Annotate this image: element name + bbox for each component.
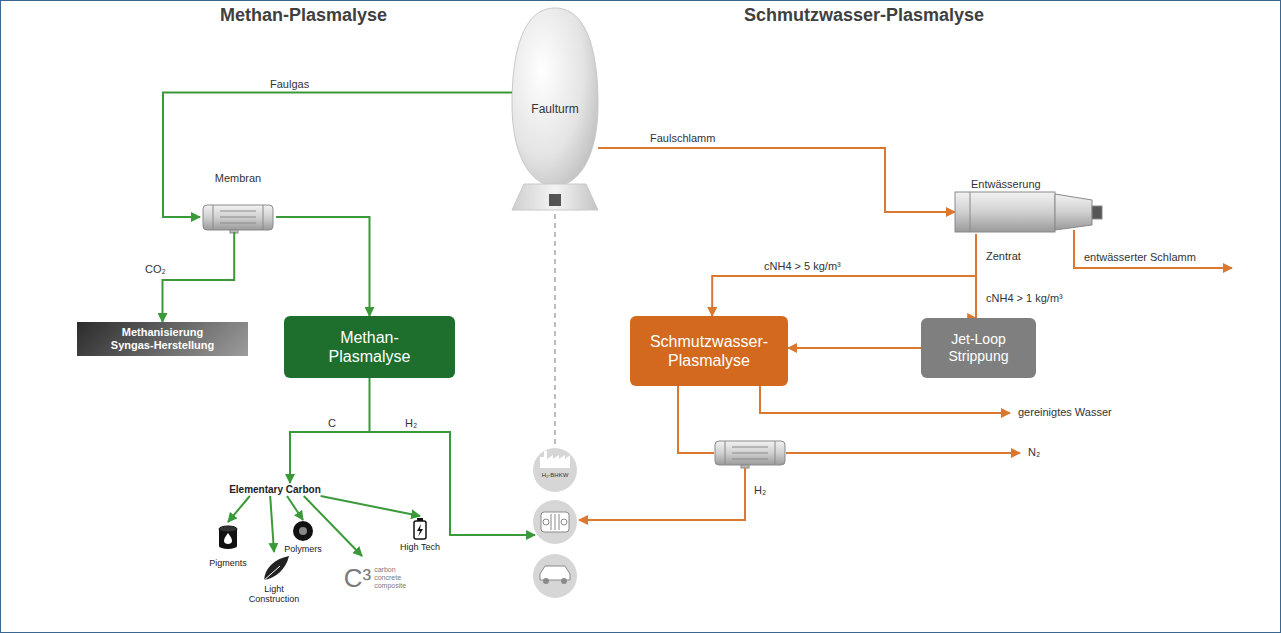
product-icon: High Tech (396, 516, 444, 552)
flow-connector (228, 496, 250, 522)
product-icon: Polymers (282, 520, 324, 554)
logo: C³carbon concrete composite (338, 556, 418, 600)
flow-connector (290, 378, 370, 483)
node-text: High Tech (400, 542, 440, 552)
node-text: Entwässerung (971, 178, 1105, 191)
node-text: Jet-Loop Strippung (938, 331, 1020, 365)
flow-connector (270, 496, 274, 552)
edge-label: C (326, 417, 338, 430)
flow-label: Zentrat (984, 250, 1023, 263)
flow-connector (276, 217, 370, 316)
flow-label: gereinigtes Wasser (1016, 406, 1114, 419)
process-box: Schmutzwasser-Plasmalyse (630, 316, 788, 386)
node-text: carbon concrete composite (374, 566, 412, 590)
flow-label: H₂ (403, 417, 419, 430)
flow-connector (321, 496, 420, 516)
flow-connector (163, 93, 512, 218)
flow-label: N₂ (1026, 446, 1042, 459)
edge-label: CO₂ (143, 263, 168, 276)
edge-label: cNH4 > 1 kg/m³ (984, 292, 1065, 305)
edge-label: Faulschlamm (648, 132, 717, 145)
edge-label: cNH4 > 5 kg/m³ (762, 260, 843, 273)
node-text: H₂-BHKW (533, 472, 577, 479)
flow-connector (598, 148, 955, 212)
flow-connector (975, 234, 977, 318)
flow-connector (788, 347, 921, 349)
node-text: Elementary Carbon (215, 483, 335, 496)
node-text: Faulturm (512, 102, 598, 116)
process-box: Jet-Loop Strippung (921, 318, 1036, 378)
node-text: Pigments (209, 558, 247, 568)
node-text: Schmutzwasser-Plasmalyse (639, 332, 779, 370)
flow-connector (712, 234, 976, 316)
dewatering-unit: Entwässerung (955, 178, 1105, 234)
product-icon: Light Construction (242, 552, 306, 604)
flow-connector (287, 496, 303, 520)
node-text: Methanisierung Syngas-Herstellung (101, 326, 225, 352)
edge-label: Faulgas (268, 78, 311, 91)
flow-connector (163, 232, 235, 322)
digester-tower: Faulturm (512, 6, 598, 212)
process-box: Methanisierung Syngas-Herstellung (77, 322, 248, 356)
node-text: Methan-Plasmalyse (315, 328, 425, 366)
flow-label: H₂ (752, 484, 768, 497)
node-text: C³ (344, 564, 371, 592)
node-text: Light Construction (246, 584, 302, 604)
section-heading: Methan-Plasmalyse (218, 4, 389, 26)
flow-label: entwässerter Schlamm (1082, 251, 1198, 264)
node-text: Polymers (284, 544, 322, 554)
chp-icon: H₂-BHKW (533, 448, 577, 492)
membrane-module: Membran (200, 172, 276, 232)
product-icon: Pigments (202, 522, 254, 568)
section-heading: Schmutzwasser-Plasmalyse (742, 4, 986, 26)
product-heading: Elementary Carbon (215, 483, 335, 496)
node-text: Membran (200, 172, 276, 184)
process-box: Methan-Plasmalyse (284, 316, 455, 378)
